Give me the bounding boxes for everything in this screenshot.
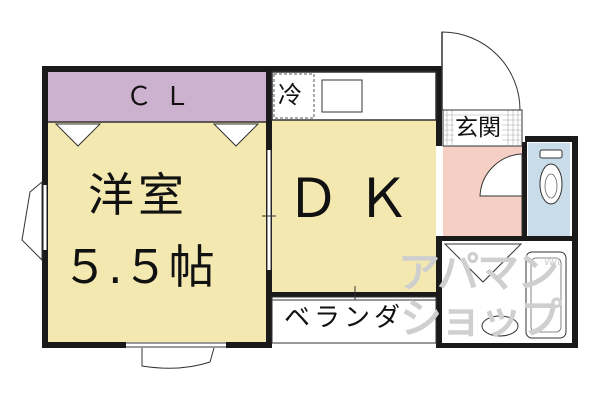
fridge-space	[273, 73, 315, 119]
western-room-size: ５.５帖	[62, 240, 215, 294]
window-left-sash	[21, 180, 43, 262]
dk-label: ＤＫ	[286, 167, 426, 230]
closet-door-left	[54, 123, 102, 147]
watermark-line1: アパマン	[398, 248, 559, 297]
window-bottom-sash	[141, 347, 215, 369]
refrigerator-label: 冷	[278, 81, 302, 109]
dk-fill	[272, 120, 436, 292]
toilet-fixture	[539, 149, 563, 205]
closet-label: ＣＬ	[126, 82, 203, 112]
front-door-swing	[441, 31, 521, 111]
kitchen-sink	[321, 79, 363, 113]
entrance-label: 玄関	[454, 115, 502, 141]
bathroom	[442, 241, 572, 343]
veranda-area	[271, 296, 437, 344]
western-room-label: 洋室	[88, 168, 188, 222]
watermark-line2: ショップ	[400, 294, 562, 343]
veranda-label: ベランダ	[284, 303, 405, 333]
closet-door-right	[212, 123, 260, 147]
closet-fill	[48, 72, 266, 122]
watermark-mark: W/L	[544, 257, 563, 268]
western-room-fill	[48, 122, 266, 342]
